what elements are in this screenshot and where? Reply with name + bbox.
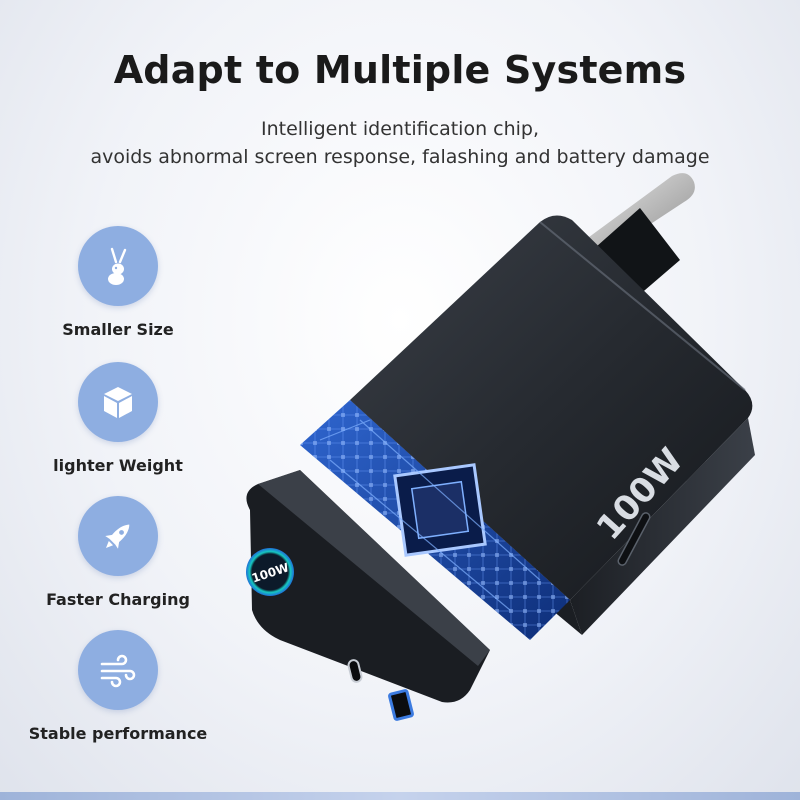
side-slot: [617, 512, 651, 566]
usb-a-port: [388, 689, 414, 721]
feature-label: Stable performance: [28, 724, 208, 743]
subtitle-line-1: Intelligent identification chip,: [260, 118, 540, 140]
subtitle-line-2: avoids abnormal screen response, falashi…: [90, 146, 710, 168]
feature-icon-circle: [78, 362, 158, 442]
power-display: 100W: [246, 548, 294, 596]
wind-icon: [100, 654, 136, 688]
feature-label: Smaller Size: [62, 320, 174, 339]
circuit-board: [300, 400, 570, 640]
feature-lighter-weight: lighter Weight: [20, 362, 216, 475]
feature-label: Faster Charging: [46, 590, 190, 609]
rocket-icon: [105, 524, 130, 549]
feature-icon-circle: [78, 226, 158, 306]
rabbit-icon: [108, 247, 127, 285]
feature-icon-circle: [78, 630, 158, 710]
bottom-accent-strip: [0, 792, 800, 800]
charger-illustration: 100W 100W: [246, 173, 755, 721]
feature-smaller-size: Smaller Size: [20, 226, 216, 339]
feature-label: lighter Weight: [53, 456, 183, 475]
feature-icon-circle: [78, 496, 158, 576]
charger-front-face: [246, 470, 490, 703]
usb-c-port: [347, 659, 363, 683]
feature-faster-charging: Faster Charging: [20, 496, 216, 609]
page-title: Adapt to Multiple Systems: [113, 48, 687, 92]
feature-stable-performance: Stable performance: [20, 630, 216, 743]
cube-icon: [104, 387, 132, 418]
